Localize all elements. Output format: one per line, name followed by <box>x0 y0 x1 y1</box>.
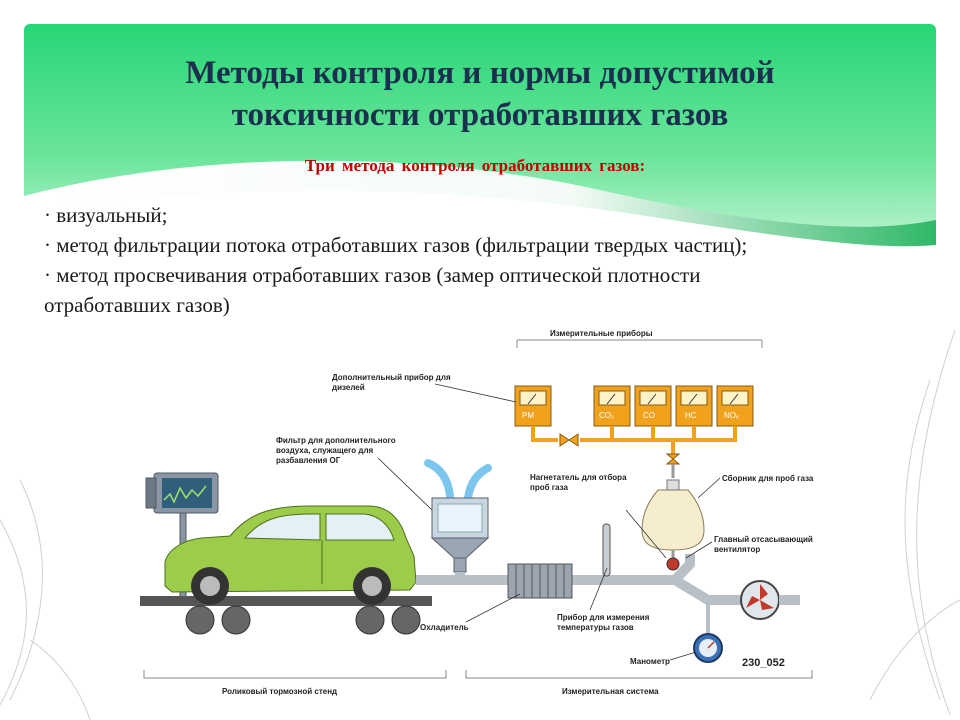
thermometer-icon <box>602 523 611 577</box>
label-air-filter: разбавления ОГ <box>276 456 341 465</box>
label-diesel-instrument: Дополнительный прибор для <box>332 373 451 382</box>
label-blower: проб газа <box>530 483 569 492</box>
blower-icon <box>666 557 680 571</box>
label-manometer: Манометр <box>630 657 670 666</box>
bullet-item: · метод просвечивания отработавших газов… <box>44 263 701 287</box>
air-filter-unit <box>430 497 490 573</box>
label-diesel-instrument: дизелей <box>332 383 365 392</box>
label-cooler: Охладитель <box>420 623 469 632</box>
title-line-2: токсичности отработавших газов <box>231 97 729 133</box>
label-roller-stand: Роликовый тормозной стенд <box>222 687 337 696</box>
label-collector: Сборник для проб газа <box>722 474 814 483</box>
gas-collector <box>641 479 705 551</box>
svg-text:NOₓ: NOₓ <box>724 411 739 420</box>
roller-stand <box>140 596 432 606</box>
gauge-nox: NOₓ <box>716 385 754 427</box>
label-fan: Главный отсасывающий <box>714 535 813 544</box>
label-fan: вентилятор <box>714 545 760 554</box>
manometer-icon <box>693 633 723 663</box>
bullet-item: отработавших газов) <box>44 293 230 317</box>
gauge-hc: HC <box>675 385 713 427</box>
air-flow-icon <box>424 459 454 500</box>
label-measuring-system: Измерительная система <box>562 687 659 696</box>
label-air-filter: Фильтр для дополнительного <box>276 436 396 445</box>
svg-text:CO₂: CO₂ <box>599 411 614 420</box>
gauge-co2: CO₂ <box>593 385 631 427</box>
svg-text:HC: HC <box>685 411 697 420</box>
bullet-list: · визуальный; · метод фильтрации потока … <box>44 200 924 320</box>
title-line-1: Методы контроля и нормы допустимой <box>185 55 775 91</box>
car-icon <box>164 505 417 605</box>
label-temperature-meter: температуры газов <box>557 623 634 632</box>
label-blower: Нагнетатель для отбора <box>530 473 627 482</box>
gauge-co: CO <box>634 385 672 427</box>
bullet-item: · визуальный; <box>44 203 168 227</box>
valve-icon <box>559 433 579 447</box>
gauge-pm: PM <box>514 385 552 427</box>
air-flow-icon <box>464 464 492 502</box>
label-instruments: Измерительные приборы <box>550 329 653 338</box>
roller-icons <box>185 605 421 635</box>
svg-text:PM: PM <box>522 411 534 420</box>
page-title: Методы контроля и нормы допустимой токси… <box>80 52 880 136</box>
label-temperature-meter: Прибор для измерения <box>557 613 650 622</box>
bullet-item: · метод фильтрации потока отработавших г… <box>44 233 748 257</box>
fan-icon <box>740 580 780 620</box>
diagram-code: 230_052 <box>742 657 785 669</box>
subtitle: Три метода контроля отработавших газов: <box>304 156 646 175</box>
label-air-filter: воздуха, служащего для <box>276 446 374 455</box>
svg-text:CO: CO <box>643 411 655 420</box>
measurement-diagram: Измерительные приборы PM CO₂ CO HC NOₓ <box>110 318 838 708</box>
valve-icon <box>665 453 681 465</box>
